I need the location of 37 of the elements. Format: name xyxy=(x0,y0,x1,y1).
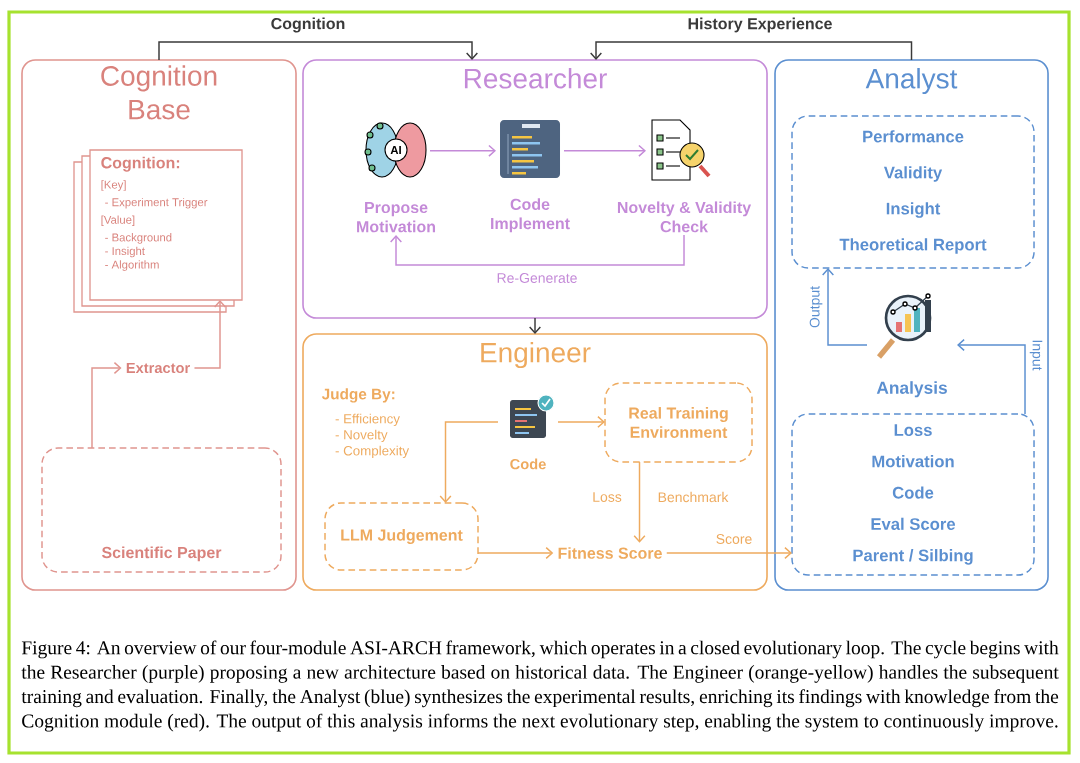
arrow xyxy=(389,234,685,266)
arrow xyxy=(429,144,496,157)
input-list-box: Loss Motivation Code Eval Score Parent / Silbing xyxy=(791,413,1035,576)
arrow xyxy=(821,268,868,346)
output-list-box: Performance Validity Insight Theoretical Report xyxy=(791,115,1035,269)
arrow xyxy=(477,546,554,560)
arrow xyxy=(563,144,646,157)
text-label: Benchmark xyxy=(655,489,731,505)
arrow xyxy=(439,421,499,503)
arrow xyxy=(91,361,122,449)
caption: Figure 4: An overview of our four-module ASI-ARCH framework, which operates in a closed evolutionary loop. The cycle begins with the Researcher (purple) proposing a new architecture based on historical data. The Engineer (orange-yellow) handles the subsequent training and evaluation. Finally, the Analyst (blue) synthesizes the experimental results, enriching its findings with knowledge from the Cognition module (red). The output of this analysis informs the next evolutionary step, enabling the system to continuously improve. xyxy=(21,640,1059,732)
step: Novelty & Validity Check xyxy=(617,201,752,233)
arrow xyxy=(193,300,227,369)
step: Code Implement xyxy=(491,198,570,233)
edge-label: Input xyxy=(1027,337,1045,373)
edge-label: Cognition xyxy=(268,15,348,35)
arrow xyxy=(666,546,792,560)
arrow xyxy=(158,41,479,61)
cognition-card: Cognition: [Key] - Experiment Trigger [Value] - Background - Insight - Algorithm xyxy=(89,149,243,301)
source-box: Scientific Paper xyxy=(41,447,282,573)
step: Analysis xyxy=(876,381,947,398)
process-box: LLM Judgement xyxy=(324,502,479,571)
step: Propose Motivation xyxy=(357,202,435,233)
arrow xyxy=(528,317,542,334)
result-label: Fitness Score xyxy=(558,547,662,559)
extractor-label: Extractor xyxy=(126,362,190,374)
process-box: Real Training Environment xyxy=(604,382,753,463)
edge-label: Output xyxy=(807,284,825,330)
arrow xyxy=(557,415,605,429)
edge-label: Loss xyxy=(590,490,624,504)
edge-label: Re-Generate xyxy=(494,271,580,285)
arrow xyxy=(633,461,646,543)
step: Code xyxy=(510,458,546,470)
arrow xyxy=(589,41,913,61)
edge-label: Score xyxy=(713,532,755,546)
arrow xyxy=(957,338,1026,415)
edge-label: History Experience xyxy=(685,15,835,35)
